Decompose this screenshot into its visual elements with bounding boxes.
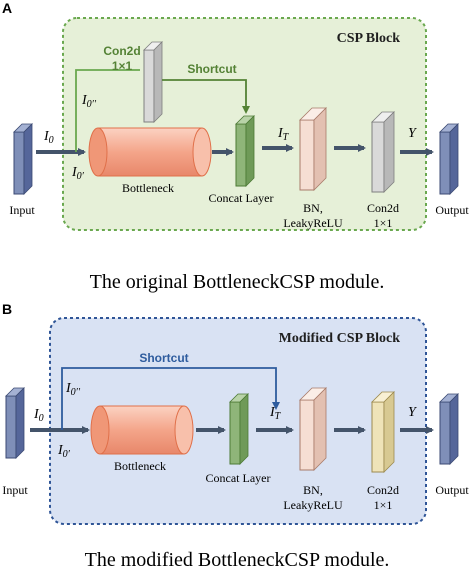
panel-a-input-label: Input [9, 203, 35, 217]
panel-a-conv-label-2: 1×1 [374, 216, 393, 230]
panel-a-shortcut-conv-block [143, 41, 163, 123]
panel-b-conv-label-1: Con2d [367, 483, 399, 497]
panel-b-caption: The modified BottleneckCSP module. [85, 549, 390, 571]
panel-b-block-title: Modified CSP Block [279, 331, 401, 346]
panel-a-input-block [13, 123, 33, 195]
panel-a-conv-top-label-2: 1×1 [112, 59, 133, 73]
panel-b-conv-label-2: 1×1 [374, 498, 393, 512]
panel-a-shortcut-arrow [162, 79, 250, 114]
panel-b-concat-label: Concat Layer [206, 471, 271, 485]
panel-a-output-block [439, 123, 459, 195]
panel-b-bottleneck-label: Bottleneck [114, 459, 166, 473]
panel-a-letter: A [2, 0, 12, 16]
panel-b-letter: B [2, 301, 12, 317]
panel-b-var-i0: I0 [33, 407, 44, 424]
panel-b-output-label: Output [435, 483, 469, 497]
panel-a-conv-top-label-1: Con2d [103, 44, 140, 58]
panel-b-bn-label-2: LeakyReLU [283, 498, 343, 512]
panel-a-var-y: Y [408, 126, 418, 141]
panel-a-output-label: Output [435, 203, 469, 217]
panel-b-input-block [5, 387, 25, 459]
panel-a-block-title: CSP Block [337, 31, 401, 46]
panel-a-shortcut-label: Shortcut [187, 62, 236, 76]
panel-b-conv-block [371, 391, 395, 473]
panel-a-conv-block [371, 111, 395, 193]
panel-a-concat-label: Concat Layer [209, 191, 274, 205]
panel-b-bn-label-1: BN, [303, 483, 323, 497]
panel-a-bottleneck-label: Bottleneck [122, 181, 174, 195]
panel-a-bn-leakyrelu-block [299, 107, 327, 191]
panel-b-bn-leakyrelu-block [299, 387, 327, 471]
panel-a-var-i0: I0 [43, 129, 54, 146]
panel-a-var-i0p: I0′ [71, 165, 85, 182]
panel-b-var-i0p: I0′ [57, 443, 71, 460]
panel-a-caption: The original BottleneckCSP module. [90, 271, 385, 293]
panel-b-var-y: Y [408, 405, 418, 420]
panel-b-shortcut-arrow [61, 367, 280, 430]
panel-b-shortcut-label: Shortcut [139, 351, 188, 365]
panel-b-input-label: Input [2, 483, 28, 497]
panel-a-bn-label-2: LeakyReLU [283, 216, 343, 230]
panel-b-output-block [439, 393, 459, 465]
panel-a: A CSP Block Input I0 I0′′ I0′ Con2d 1×1 [2, 0, 469, 293]
panel-b-var-it: IT [269, 405, 282, 422]
panel-b-concat-layer-block [229, 393, 249, 465]
panel-a-var-i0pp: I0′′ [81, 93, 97, 110]
panel-a-conv-label-1: Con2d [367, 201, 399, 215]
panel-b-var-i0pp: I0′′ [65, 381, 81, 398]
panel-a-branch-line [75, 69, 140, 152]
panel-b-bottleneck-cylinder [90, 405, 194, 455]
panel-b: B Modified CSP Block Input I0 Shortcut I… [2, 301, 469, 571]
panel-a-concat-layer-block [235, 115, 255, 187]
panel-a-bottleneck-cylinder [88, 127, 212, 177]
panel-a-bn-label-1: BN, [303, 201, 323, 215]
panel-a-var-it: IT [277, 126, 290, 143]
